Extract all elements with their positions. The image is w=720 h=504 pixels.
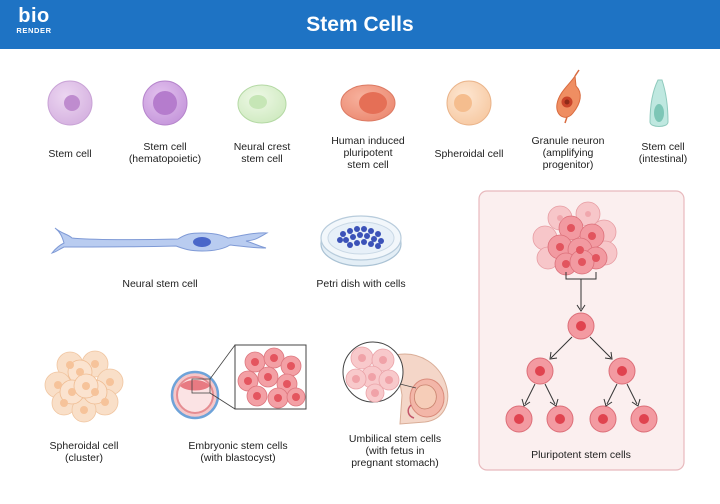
logo-subtext: RENDER (16, 26, 52, 35)
label-neural-crest-stem-cell: Neural crest stem cell (233, 141, 291, 165)
stem-cell-icon (47, 80, 93, 126)
label-hematopoietic-stem-cell: Stem cell (hematopoietic) (128, 141, 202, 165)
neural-stem-cell-icon (50, 227, 269, 254)
hematopoietic-stem-cell-icon (142, 80, 188, 126)
umbilical-stem-cells-zoom (342, 341, 417, 403)
label-spheroidal-cluster: Spheroidal cell (cluster) (49, 440, 119, 464)
intestinal-stem-cell-icon (649, 79, 669, 127)
label-stem-cell: Stem cell (48, 148, 92, 160)
biorender-logo[interactable]: bio RENDER (12, 6, 56, 36)
logo-wordmark: bio (18, 5, 50, 27)
label-granule-neuron: Granule neuron (amplifying progenitor) (531, 135, 605, 171)
spheroidal-cell-icon (446, 80, 492, 126)
pregnant-stomach-icon (394, 353, 449, 425)
label-spheroidal-cell: Spheroidal cell (434, 148, 504, 160)
page-title: Stem Cells (306, 13, 414, 36)
pluripotent-lineage-tree (505, 312, 658, 433)
label-induced-pluripotent-stem-cell: Human induced pluripotent stem cell (331, 135, 405, 171)
granule-neuron-icon (556, 69, 581, 124)
blastocyst-icon (170, 344, 236, 420)
induced-pluripotent-stem-cell-icon (340, 84, 396, 122)
label-petri-dish: Petri dish with cells (316, 278, 406, 290)
spheroidal-cluster-icon (44, 350, 124, 423)
header-bar (0, 0, 720, 49)
petri-dish-icon (320, 215, 402, 267)
label-embryonic-stem-cells: Embryonic stem cells (with blastocyst) (188, 440, 288, 464)
label-neural-stem-cell: Neural stem cell (122, 278, 198, 290)
neural-crest-stem-cell-icon (237, 84, 287, 124)
label-intestinal-stem-cell: Stem cell (intestinal) (638, 141, 688, 165)
embryonic-stem-cells-zoom (234, 344, 307, 410)
label-pluripotent-stem-cells: Pluripotent stem cells (531, 449, 631, 461)
label-umbilical-stem-cells: Umbilical stem cells (with fetus in preg… (348, 433, 442, 469)
